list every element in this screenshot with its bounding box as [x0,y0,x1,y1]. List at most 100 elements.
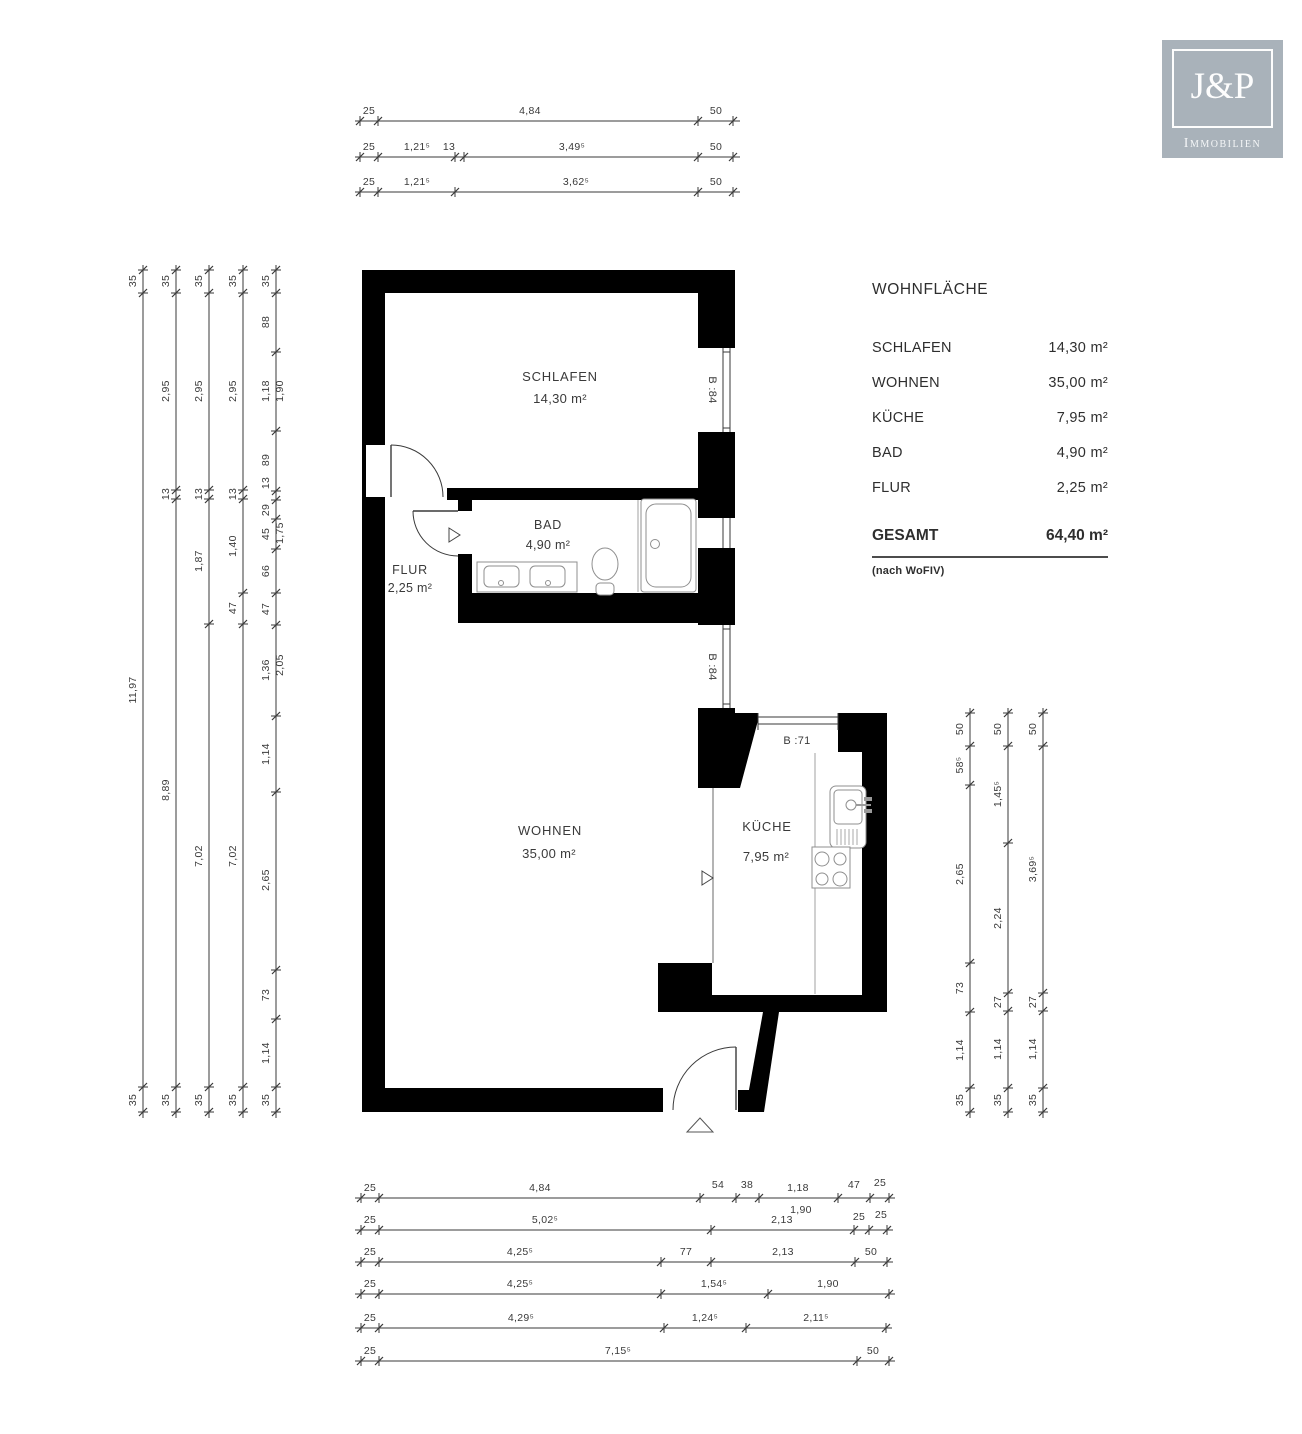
dim-label: 4,84 [529,1182,551,1194]
legend-row-label: FLUR [872,480,912,496]
wall-kitchen-top-right [838,713,887,752]
dim-tick-slash [271,347,281,357]
legend-row-label: SCHLAFEN [872,340,952,356]
dim-label: 25 [364,1312,376,1324]
dim-tick-slash [706,1225,716,1235]
dim-label: 45 [260,528,272,540]
dim-tick-slash [271,514,281,524]
wall-entry-stub [738,1090,755,1112]
dim-tick-slash [238,619,248,629]
room-area: 2,25 m² [388,581,432,595]
dim-label: 25 [363,141,375,153]
legend-row-label: BAD [872,445,903,461]
dim-label: 1,21⁵ [404,176,430,188]
dim-label: 3,69⁵ [1027,856,1039,882]
dim-label: 2,13 [771,1214,793,1226]
dim-label: 2,95 [160,380,172,402]
dim-label: 3,62⁵ [563,176,589,188]
dim-tick-slash [171,494,181,504]
dim-label: 25 [874,1177,886,1189]
dim-tick-slash [171,1107,181,1117]
dim-label: 73 [954,982,966,994]
toilet-base [595,582,615,596]
dim-tick-slash [171,288,181,298]
dim-label: 1,14 [1027,1038,1039,1060]
dim-tick-slash [965,1083,975,1093]
dim-label: 1,90 [274,380,286,402]
legend-total-value: 64,40 m² [1045,527,1108,544]
burner [833,852,847,866]
dim-label: 8,89 [160,779,172,801]
dim-label: 1,14 [954,1039,966,1061]
dim-label: 50 [710,176,722,188]
dim-label: 47 [227,602,239,614]
dim-label: 35 [954,1094,966,1106]
dim-label: 1,18 [260,380,272,402]
door-arc-bad [412,510,459,557]
dim-label: 50 [992,723,1004,735]
dim-label: 35 [1027,1094,1039,1106]
dim-label: 2,95 [193,380,205,402]
dim-label: 38 [741,1179,753,1191]
company-logo: J&P Immobilien [1162,40,1283,158]
dim-label: 73 [260,989,272,1001]
door-arc-entry [672,1046,737,1111]
dim-tick-slash [271,1082,281,1092]
window-label: B :71 [783,735,810,747]
dim-tick-slash [138,1107,148,1117]
dim-label: 35 [227,1094,239,1106]
door-arc-schlafen [390,444,444,498]
dim-label: 29 [260,504,272,516]
dim-tick-slash [373,187,383,197]
dim-tick-slash [271,620,281,630]
legend-title: WOHNFLÄCHE [872,281,989,298]
dim-label: 50 [710,105,722,117]
dim-label: 7,02 [193,845,205,867]
dim-label: 4,29⁵ [508,1312,534,1324]
dim-tick-slash [204,288,214,298]
dim-tick-slash [728,187,738,197]
dim-tick-slash [882,1225,892,1235]
dim-label: 25 [853,1211,865,1223]
dim-tick-slash [238,265,248,275]
dim-tick-slash [1003,741,1013,751]
window-label: B :84 [706,376,718,403]
dim-label: 2,13 [772,1246,794,1258]
dim-tick-slash [965,780,975,790]
sink-basin [483,565,520,588]
dim-tick-slash [204,619,214,629]
door-swing-marker [448,527,461,543]
dim-label: 25 [364,1345,376,1357]
dim-tick-slash [355,187,365,197]
dim-tick-slash [852,1356,862,1366]
dim-tick-slash [373,116,383,126]
bathtub-inner [645,503,692,588]
dim-tick-slash [659,1323,669,1333]
dim-tick-slash [1038,741,1048,751]
dim-tick-slash [965,708,975,718]
dim-tick-slash [865,1193,875,1203]
room-area: 7,95 m² [743,849,790,864]
dim-label: 13 [193,488,205,500]
dim-label: 35 [127,1094,139,1106]
sink-drain [545,580,551,586]
dim-tick-slash [833,1193,843,1203]
dim-tick-slash [271,426,281,436]
dim-label: 1,24⁵ [692,1312,718,1324]
dim-label: 25 [875,1209,887,1221]
dim-tick-slash [965,958,975,968]
dim-label: 25 [363,105,375,117]
toilet [591,547,619,581]
dim-label: 25 [364,1182,376,1194]
dim-tick-slash [884,1356,894,1366]
dim-tick-slash [374,1257,384,1267]
dim-tick-slash [374,1193,384,1203]
legend-total-label: GESAMT [872,527,939,544]
dim-tick-slash [881,1323,891,1333]
